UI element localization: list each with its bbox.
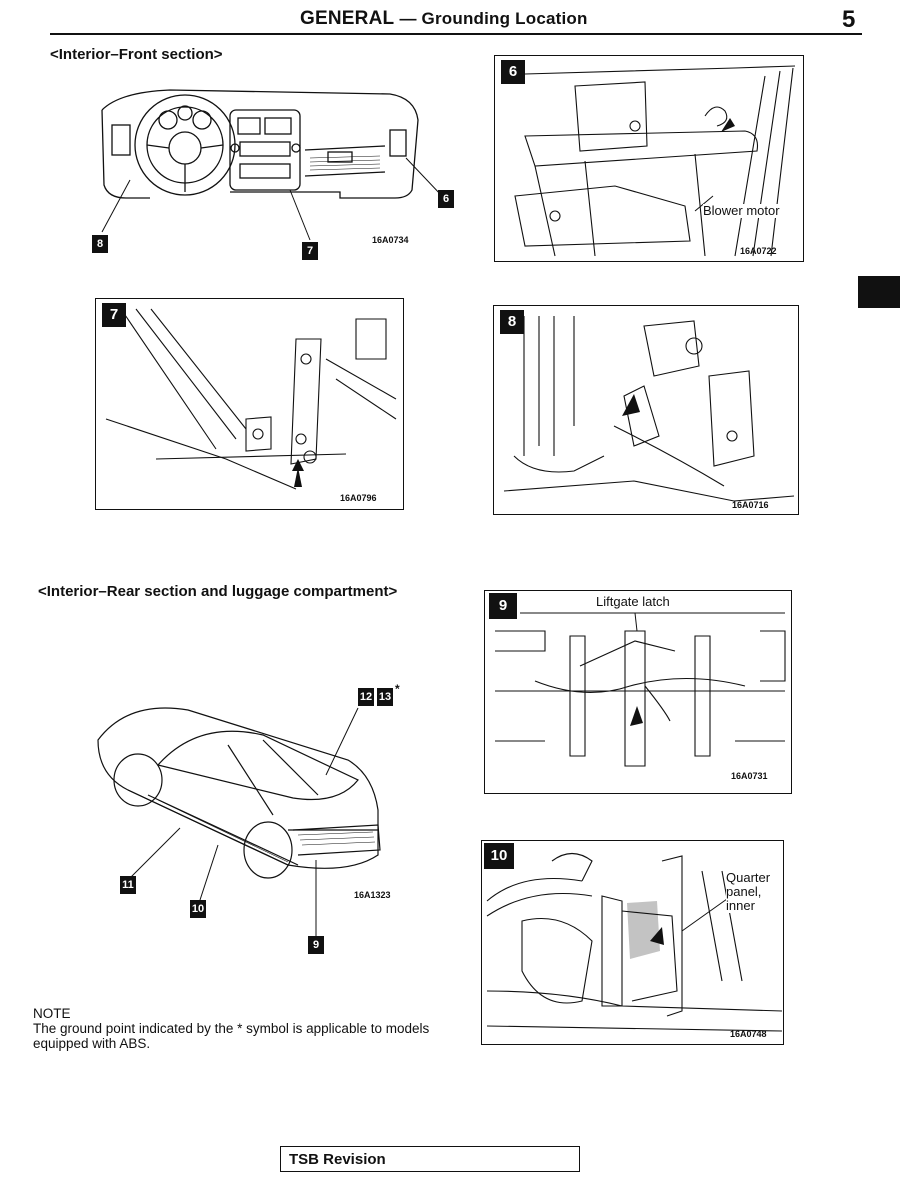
page-number: 5 [842, 6, 856, 33]
marker-9: 9 [308, 936, 324, 954]
marker-8: 8 [92, 235, 108, 253]
section-heading-front: <Interior–Front section> [50, 46, 223, 63]
figure-7-panel: 7 16A0796 [95, 298, 404, 510]
header-rule [50, 33, 862, 35]
marker-11: 11 [120, 876, 136, 894]
marker-6: 6 [438, 190, 454, 208]
figure-10-badge: 10 [484, 843, 514, 869]
callout-quarter-line3: inner [726, 898, 755, 913]
dashboard-illustration: 8 7 6 16A0734 [90, 80, 454, 265]
callout-liftgate-latch: Liftgate latch [596, 594, 670, 609]
note-block: NOTE The ground point indicated by the *… [33, 1006, 433, 1051]
car-drawing [97, 707, 381, 938]
dashboard-drawing [101, 89, 443, 241]
figure-8-code: 16A0716 [732, 500, 769, 510]
section-tab-marker [858, 276, 900, 308]
marker-12: 12 [358, 688, 374, 706]
car-illustration: 12 13 * 11 10 9 16A1323 [88, 680, 428, 960]
figure-10-code: 16A0748 [730, 1029, 767, 1039]
figure-7-code: 16A0796 [340, 493, 377, 503]
note-heading: NOTE [33, 1006, 71, 1021]
tsb-revision-box: TSB Revision [280, 1146, 580, 1172]
figure-9-code: 16A0731 [731, 771, 768, 781]
figure-8-panel: 8 16A0716 [493, 305, 799, 515]
callout-quarter-panel: Quarter panel, inner [726, 870, 771, 913]
figure-9-badge: 9 [489, 593, 517, 619]
figure-8-badge: 8 [500, 310, 524, 334]
car-figure-code: 16A1323 [354, 890, 391, 900]
figure-6-badge: 6 [501, 60, 525, 84]
marker-10: 10 [190, 900, 206, 918]
figure-10-drawing [486, 852, 783, 1032]
figure-6-panel: 6 Blower motor 16A0722 [494, 55, 804, 262]
section-heading-rear: <Interior–Rear section and luggage compa… [38, 583, 398, 600]
title-subtitle: — Grounding Location [399, 9, 588, 28]
figure-10-panel: 10 Quarter panel, inner 16A0748 [481, 840, 784, 1045]
figure-6-code: 16A0722 [740, 246, 777, 256]
figure-9-panel: 9 Liftgate latch 16A0731 [484, 590, 792, 794]
figure-6-drawing [514, 65, 796, 257]
figure-9-drawing [495, 612, 786, 767]
marker-7: 7 [302, 242, 318, 260]
callout-quarter-line1: Quarter [726, 870, 771, 885]
callout-quarter-line2: panel, [726, 884, 762, 899]
note-body: The ground point indicated by the * symb… [33, 1021, 430, 1051]
title-main: GENERAL [300, 8, 394, 29]
abs-asterisk: * [395, 682, 400, 696]
callout-blower-motor: Blower motor [703, 203, 780, 218]
page-title: GENERAL — Grounding Location [300, 8, 588, 30]
figure-7-drawing [105, 308, 397, 490]
figure-8-drawing [503, 316, 795, 502]
figure-code: 16A0734 [372, 235, 409, 245]
figure-7-badge: 7 [102, 303, 126, 327]
marker-13: 13 [377, 688, 393, 706]
